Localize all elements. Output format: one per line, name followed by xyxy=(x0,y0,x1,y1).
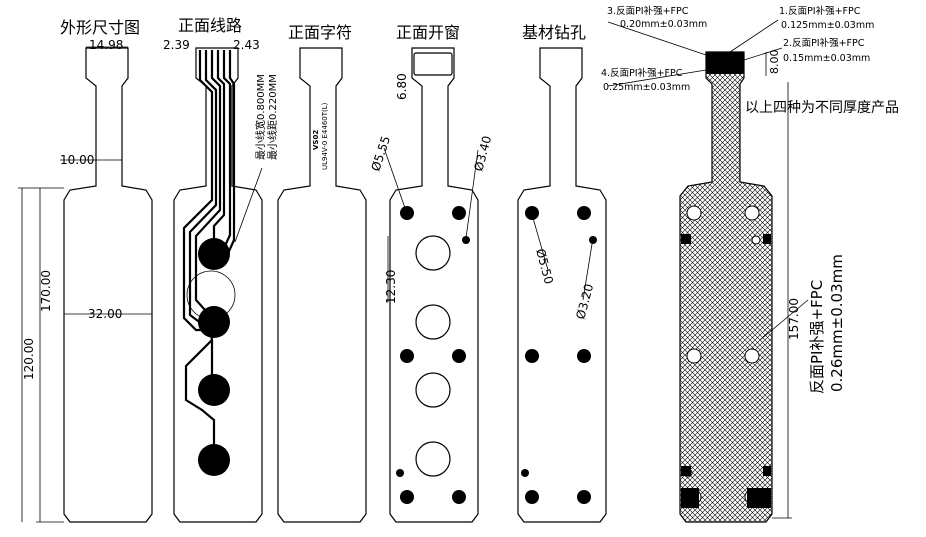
callout2-value: 0.15mm±0.03mm xyxy=(783,53,870,64)
coverlay-big-leader xyxy=(383,147,406,209)
outline-title: 外形尺寸图 xyxy=(60,18,140,37)
coverlay-dim-12: 12.30 xyxy=(384,270,398,304)
panel-outline: 外形尺寸图 14.98 10.00 32.00 170.00 120.00 xyxy=(18,18,153,523)
drill-title: 基材钻孔 xyxy=(522,23,586,42)
legend-title: 正面字符 xyxy=(288,23,352,42)
coverlay-dim-top: 6.80 xyxy=(395,73,409,100)
coverlay-dim-hole-big: Ø5.55 xyxy=(369,134,393,173)
panel-coverlay: 正面开窗 6.80 Ø5.55 Ø3.40 12.30 xyxy=(369,23,494,523)
coverlay-small-leader xyxy=(465,149,479,239)
stiffener-dim-800: 8.00 xyxy=(768,50,781,75)
traces-note-line1: 最小线宽0.800MM xyxy=(254,74,267,160)
coverlay-outline xyxy=(389,47,479,523)
callout2-leader xyxy=(743,47,783,61)
trace-pads xyxy=(186,238,236,476)
legend-marking-line1: VS02 xyxy=(312,130,320,150)
traces-note-leader xyxy=(234,167,263,243)
drill-outline xyxy=(517,47,607,523)
traces-dim-left: 2.39 xyxy=(163,38,190,52)
panel-drill: 基材钻孔 Ø5.50 Ø3.20 xyxy=(517,23,607,523)
drill-550-leader xyxy=(532,217,549,271)
stiffener-top-block xyxy=(706,52,744,74)
legend-outline xyxy=(277,47,367,523)
drill-320-leader xyxy=(582,243,593,301)
traces-note-line2: 最小线距0.220MM xyxy=(266,74,279,160)
callout1-value: 0.125mm±0.03mm xyxy=(781,20,874,31)
stiffener-side-title: 反面PI补强+FPC xyxy=(808,280,826,394)
legend-marking-line2: UL94V-0 E4460T(L) xyxy=(321,102,329,170)
drill-dim-550: Ø5.50 xyxy=(533,247,556,286)
outline-dim-width: 32.00 xyxy=(88,307,122,321)
outline-dim-170: 170.00 xyxy=(39,270,53,312)
callout3-value: 0.20mm±0.03mm xyxy=(620,19,707,30)
stiffener-dim-157: 157.00 xyxy=(787,298,801,340)
outline-shape xyxy=(63,47,153,523)
side-title-leader xyxy=(759,299,809,341)
panel-stiffener: 3.反面PI补强+FPC 0.20mm±0.03mm 1.反面PI补强+FPC … xyxy=(601,5,899,523)
drill-holes xyxy=(521,206,597,504)
outline-dim-120: 120.00 xyxy=(22,338,36,380)
panel-legend: 正面字符 VS02 UL94V-0 E4460T(L) xyxy=(277,23,367,523)
callout2-title: 2.反面PI补强+FPC xyxy=(783,37,865,49)
coverlay-title: 正面开窗 xyxy=(396,23,460,42)
outline-dim-top: 14.98 xyxy=(89,38,123,52)
coverlay-dim-hole-small: Ø3.40 xyxy=(471,134,494,173)
callout4-value: 0.25mm±0.03mm xyxy=(603,82,690,93)
stiffener-holes xyxy=(681,205,771,508)
callout4-leader xyxy=(607,69,707,87)
outline-dim-neck: 10.00 xyxy=(60,153,94,167)
callout3-title: 3.反面PI补强+FPC xyxy=(607,5,689,17)
stiffener-outline xyxy=(679,51,773,523)
traces-dim-right: 2.43 xyxy=(233,38,260,52)
callout1-title: 1.反面PI补强+FPC xyxy=(779,5,861,17)
stiffener-note: 以上四种为不同厚度产品 xyxy=(745,100,899,116)
coverlay-top-window xyxy=(413,52,453,76)
callout1-leader xyxy=(729,19,779,53)
panel-traces: 正面线路 2.39 2.43 最小线宽0.800MM 最小线距0.220MM xyxy=(163,16,279,523)
drill-dim-320: Ø3.20 xyxy=(573,282,596,321)
callout3-leader xyxy=(607,21,707,56)
coverlay-holes xyxy=(396,206,470,504)
traces-title: 正面线路 xyxy=(178,16,242,35)
stiffener-side-value: 0.26mm±0.03mm xyxy=(828,254,846,392)
callout4-title: 4.反面PI补强+FPC xyxy=(601,67,683,79)
